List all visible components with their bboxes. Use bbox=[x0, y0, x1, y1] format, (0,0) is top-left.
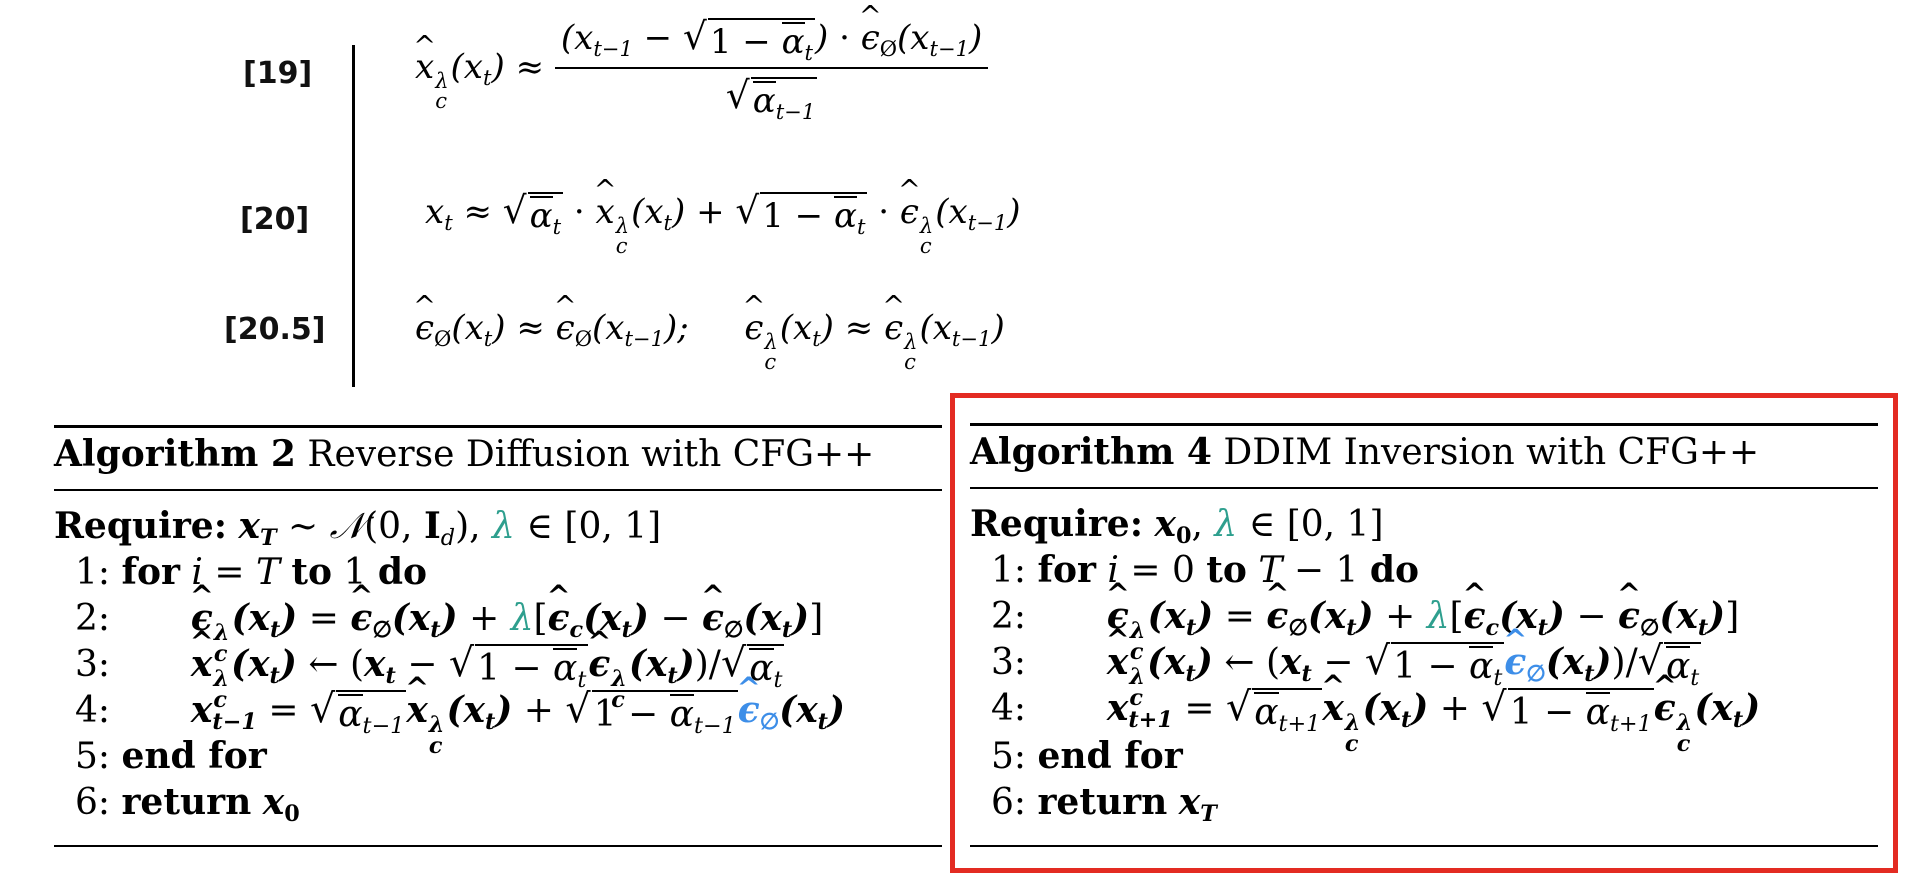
alg2-line-6: 6: return x0 bbox=[74, 781, 300, 828]
algorithm-2: Algorithm 2 Reverse Diffusion with CFG++… bbox=[54, 425, 942, 855]
equation-20-5: ϵØ(xt) ≈ ϵØ(xt−1); ϵλc(xt) ≈ ϵλc(xt−1) bbox=[415, 308, 1005, 372]
alg4-title: Algorithm 4 DDIM Inversion with CFG++ bbox=[970, 431, 1760, 473]
alg4-line-1: 1: for i = 0 to T − 1 do bbox=[990, 549, 1419, 591]
alg4-require: Require: x0, λ ∈ [0, 1] bbox=[970, 503, 1384, 550]
alg4-line-6: 6: return xT bbox=[990, 781, 1217, 828]
alg4-line-4: 4: xt+1 = √αt+1xλc(xt) + √1 − αt+1ϵλc(xt… bbox=[970, 687, 1760, 756]
equation-20: xt ≈ √αt · xλc(xt) + √1 − αt · ϵλc(xt−1) bbox=[425, 191, 1021, 255]
alg2-top-rule bbox=[54, 425, 942, 428]
alg2-title: Algorithm 2 Reverse Diffusion with CFG++ bbox=[54, 433, 875, 475]
equation-label-20: [20] bbox=[240, 202, 310, 237]
alg2-line-3: 3: xλc(xt) ← (xt − √1 − αtϵλc(xt))/√αt bbox=[54, 643, 785, 712]
alg4-title-rule bbox=[970, 487, 1878, 489]
alg2-line-5: 5: end for bbox=[74, 735, 267, 777]
alg4-line-5: 5: end for bbox=[990, 735, 1183, 777]
alg2-require: Require: xT ∼ 𝒩(0, Id), λ ∈ [0, 1] bbox=[54, 505, 662, 552]
alg2-line-1: 1: for i = T to 1 do bbox=[74, 551, 428, 593]
alg4-top-rule bbox=[970, 423, 1878, 426]
alg4-line-3: 3: xλc(xt) ← (xt − √1 − αtϵ∅(xt))/√αt bbox=[970, 641, 1702, 710]
equation-label-19: [19] bbox=[243, 56, 313, 91]
algorithm-4: Algorithm 4 DDIM Inversion with CFG++ Re… bbox=[970, 423, 1878, 853]
alg2-bottom-rule bbox=[54, 845, 942, 847]
alg4-bottom-rule bbox=[970, 845, 1878, 847]
alg2-line-4: 4: xt−1 = √αt−1xλc(xt) + √1 − αt−1ϵ∅(xt) bbox=[54, 689, 845, 758]
highlight-box bbox=[950, 393, 1898, 873]
equation-label-20-5: [20.5] bbox=[224, 312, 326, 347]
alg2-title-rule bbox=[54, 489, 942, 491]
equation-19: xλc(xt) ≈ (xt−1 − √1 − αt) · ϵØ(xt−1) √α… bbox=[415, 17, 989, 122]
equation-divider bbox=[352, 45, 355, 387]
alg4-line-2: 2: ϵλc(xt) = ϵ∅(xt) + λ[ϵc(xt) − ϵ∅(xt)] bbox=[970, 595, 1739, 664]
